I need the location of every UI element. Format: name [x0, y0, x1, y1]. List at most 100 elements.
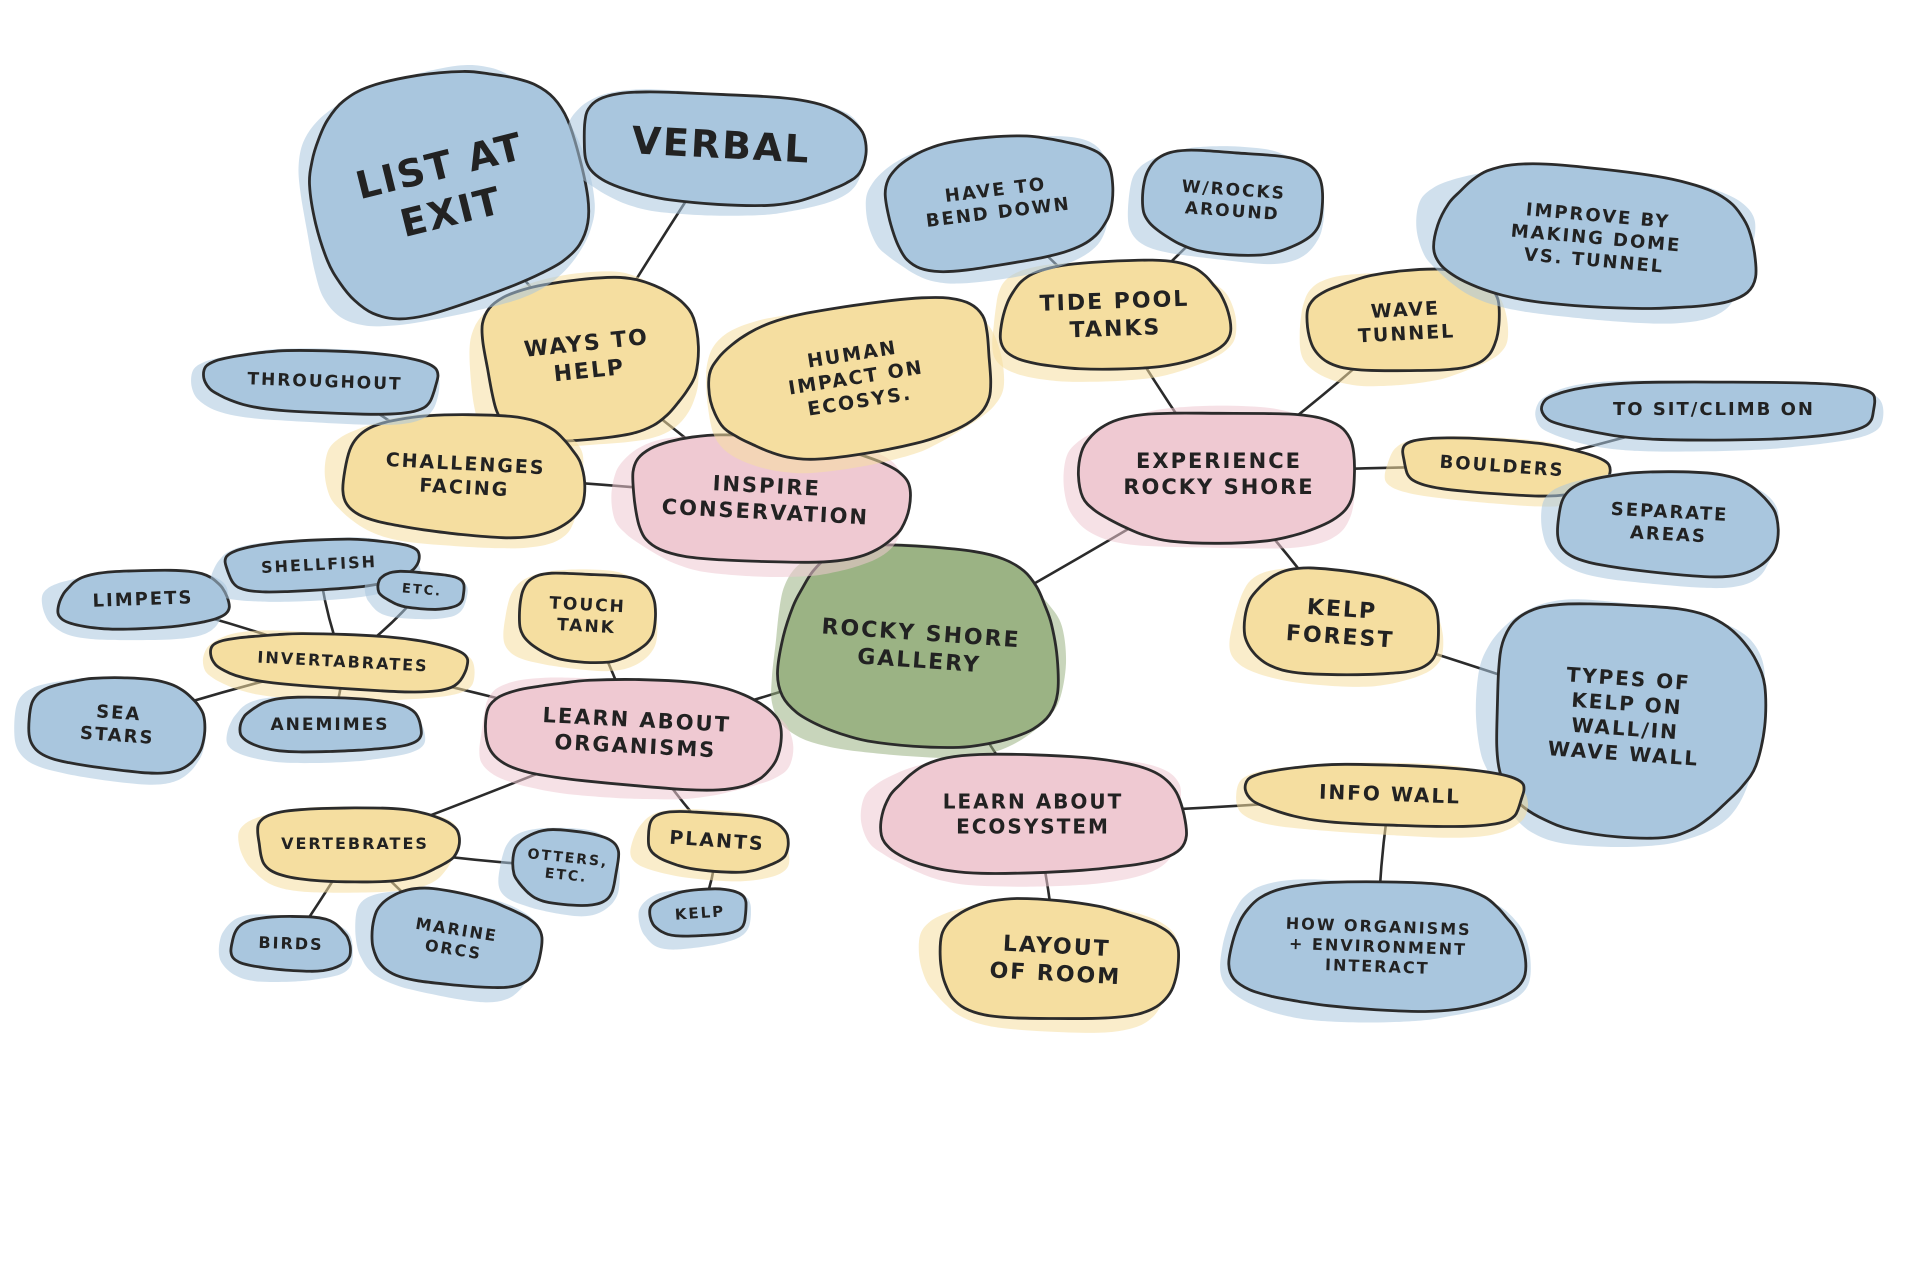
node-label-line: VERTEBRATES	[281, 834, 429, 853]
node-label-line: ETC.	[544, 866, 588, 886]
node-label-how-organisms-interact: HOW ORGANISMS+ ENVIRONMENTINTERACT	[1284, 913, 1472, 978]
node-label-tide-pool-tanks: TIDE POOLTANKS	[1039, 287, 1190, 345]
node-etc-inv: ETC.	[364, 569, 468, 620]
node-shape-etc-inv	[376, 569, 466, 611]
node-shape-how-organisms-interact	[1227, 880, 1528, 1013]
node-sea-stars: SEASTARS	[14, 676, 207, 785]
node-shape-limpets	[56, 568, 231, 631]
node-label-vertebrates: VERTEBRATES	[281, 834, 429, 853]
node-rocky-shore-gallery: ROCKY SHOREGALLERY	[771, 543, 1067, 759]
node-invertebrates: INVERTABRATES	[202, 630, 475, 701]
node-shape-kelp	[648, 887, 748, 938]
node-label-line: KELP	[674, 902, 726, 923]
node-shape-learn-about-ecosystem	[879, 752, 1188, 875]
node-layer: ROCKY SHOREGALLERYINSPIRECONSERVATIONEXP…	[14, 64, 1884, 1033]
node-label-w-rocks-around: W/ROCKSAROUND	[1179, 177, 1286, 225]
node-label-line: LEARN ABOUT	[943, 789, 1124, 813]
node-kelp: KELP	[638, 887, 751, 950]
node-label-learn-about-organisms: LEARN ABOUTORGANISMS	[541, 703, 732, 763]
node-shape-kelp-forest	[1242, 566, 1440, 677]
node-shape-improve-dome	[1432, 162, 1758, 310]
node-shape-plants	[646, 810, 790, 874]
node-touch-tank: TOUCHTANK	[503, 569, 658, 672]
node-label-verbal: VERBAL	[630, 118, 811, 171]
node-label-to-sit-climb-on: TO SIT/CLIMB ON	[1613, 399, 1815, 420]
node-label-line: TANK	[557, 615, 617, 638]
node-label-line: SEA	[96, 701, 143, 725]
node-info-wall: INFO WALL	[1236, 762, 1529, 838]
node-label-line: EXPERIENCE	[1136, 449, 1302, 473]
node-list-at-exit: LIST ATEXIT	[298, 64, 595, 327]
node-marine-orcs: MARINEORCS	[355, 886, 544, 1003]
node-label-line: INFO WALL	[1319, 779, 1462, 808]
node-label-line: TO SIT/CLIMB ON	[1613, 399, 1815, 420]
node-label-wave-tunnel: WAVETUNNEL	[1356, 296, 1456, 347]
node-label-info-wall: INFO WALL	[1319, 779, 1462, 808]
node-shape-list-at-exit	[308, 70, 591, 321]
node-shape-types-of-kelp	[1495, 602, 1768, 840]
node-label-line: VERBAL	[630, 118, 811, 171]
node-shape-learn-about-organisms	[484, 678, 783, 792]
node-shape-vertebrates	[256, 806, 461, 884]
node-label-line: ECOSYSTEM	[956, 814, 1110, 838]
node-tide-pool-tanks: TIDE POOLTANKS	[992, 258, 1237, 382]
node-w-rocks-around: W/ROCKSAROUND	[1127, 146, 1325, 265]
node-shape-touch-tank	[518, 571, 657, 664]
node-learn-about-organisms: LEARN ABOUTORGANISMS	[479, 677, 794, 800]
node-label-anemones: ANEMIMES	[270, 715, 389, 735]
node-label-line: INSPIRE	[712, 471, 821, 501]
node-label-etc-inv: ETC.	[401, 581, 442, 599]
node-label-line: ETC.	[401, 581, 442, 599]
node-label-line: LAYOUT	[1002, 932, 1111, 963]
node-types-of-kelp: TYPES OFKELP ONWALL/INWAVE WALL	[1475, 599, 1768, 848]
node-plants: PLANTS	[630, 809, 790, 882]
node-label-line: WAVE	[1370, 297, 1440, 323]
node-label-kelp-forest: KELPFOREST	[1285, 594, 1397, 654]
node-shape-throughout	[202, 349, 440, 416]
node-shape-sea-stars	[27, 676, 207, 775]
node-shape-info-wall	[1243, 762, 1526, 828]
node-label-sea-stars: SEASTARS	[79, 700, 156, 749]
node-shape-invertebrates	[209, 632, 470, 694]
node-label-kelp: KELP	[674, 902, 726, 923]
node-label-birds: BIRDS	[258, 932, 324, 953]
node-label-line: TIDE POOL	[1039, 287, 1189, 317]
node-label-touch-tank: TOUCHTANK	[548, 593, 627, 638]
node-otters-etc: OTTERS,ETC.	[498, 827, 621, 917]
node-label-line: KELP	[1306, 595, 1378, 625]
node-improve-dome: IMPROVE BYMAKING DOMEVS. TUNNEL	[1416, 162, 1758, 324]
node-label-line: FACING	[419, 474, 510, 501]
node-label-line: LIMPETS	[92, 587, 193, 612]
node-shape-otters-etc	[511, 828, 621, 907]
node-verbal: VERBAL	[565, 89, 868, 216]
node-shape-w-rocks-around	[1141, 148, 1324, 257]
node-shape-experience-rocky-shore	[1076, 411, 1356, 545]
node-label-line: BIRDS	[258, 932, 324, 953]
node-label-line: TOUCH	[549, 593, 627, 617]
node-label-line: TANKS	[1069, 315, 1161, 343]
node-throughout: THROUGHOUT	[191, 348, 440, 426]
node-shape-human-impact	[707, 296, 993, 461]
node-wave-tunnel: WAVETUNNEL	[1299, 267, 1509, 387]
node-shape-ways-to-help	[480, 275, 700, 443]
node-label-line: AREAS	[1629, 522, 1707, 547]
node-vertebrates: VERTEBRATES	[238, 806, 461, 893]
node-separate-areas: SEPARATEAREAS	[1541, 470, 1780, 589]
node-human-impact: HUMANIMPACT ONECOSYS.	[706, 296, 1005, 474]
node-shape-marine-orcs	[370, 886, 544, 989]
node-label-line: TUNNEL	[1357, 320, 1455, 347]
node-birds: BIRDS	[218, 914, 353, 983]
node-shape-anemones	[238, 695, 423, 754]
node-label-line: ANEMIMES	[270, 715, 389, 735]
node-have-to-bend-down: HAVE TOBEND DOWN	[865, 134, 1115, 284]
node-label-separate-areas: SEPARATEAREAS	[1609, 499, 1729, 549]
node-anemones: ANEMIMES	[226, 695, 426, 764]
node-kelp-forest: KELPFOREST	[1229, 566, 1444, 687]
node-challenges-facing: CHALLENGESFACING	[324, 413, 587, 549]
node-to-sit-climb-on: TO SIT/CLIMB ON	[1535, 380, 1884, 452]
node-ways-to-help: WAYS TOHELP	[469, 271, 700, 449]
